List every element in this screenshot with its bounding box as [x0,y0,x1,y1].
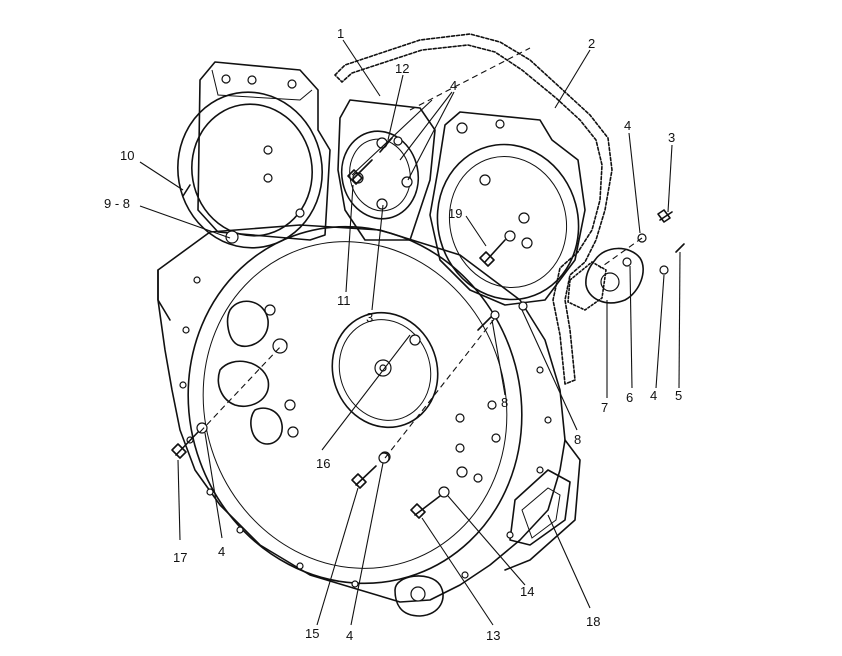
callout-8-left: 8 [501,395,508,410]
center-bore-housing [337,99,436,241]
callout-1: 1 [337,26,344,41]
callout-4-top: 4 [450,78,457,93]
callout-16: 16 [316,456,330,471]
housing-body [157,224,581,617]
callout-14: 14 [520,584,534,599]
cover-plate [567,247,644,311]
left-bore-housing [177,61,331,249]
bolts [171,137,685,519]
callout-12: 12 [395,61,409,76]
callout-labels: 1 2 12 4 4 3 10 9 - 8 19 11 3 8 8 7 6 4 … [104,26,682,643]
callout-5: 5 [675,388,682,403]
callout-4-left: 4 [218,544,225,559]
callout-8-right: 8 [574,432,581,447]
callout-18: 18 [586,614,600,629]
callout-11: 11 [337,293,351,308]
callout-17: 17 [173,550,187,565]
callout-3-right: 3 [668,130,675,145]
callout-6: 6 [626,390,633,405]
callout-3-center: 3 [366,310,373,325]
callout-4-right: 4 [624,118,631,133]
gasket [334,33,613,385]
callout-2: 2 [588,36,595,51]
callout-9-8: 9 - 8 [104,196,130,211]
callout-7: 7 [601,400,608,415]
callout-4-lowright: 4 [650,388,657,403]
callout-13: 13 [486,628,500,643]
leader-lines [139,39,681,626]
callout-19: 19 [448,206,462,221]
right-bore-housing [429,111,586,306]
callout-15: 15 [305,626,319,641]
callout-10: 10 [120,148,134,163]
callout-4-bottom: 4 [346,628,353,643]
